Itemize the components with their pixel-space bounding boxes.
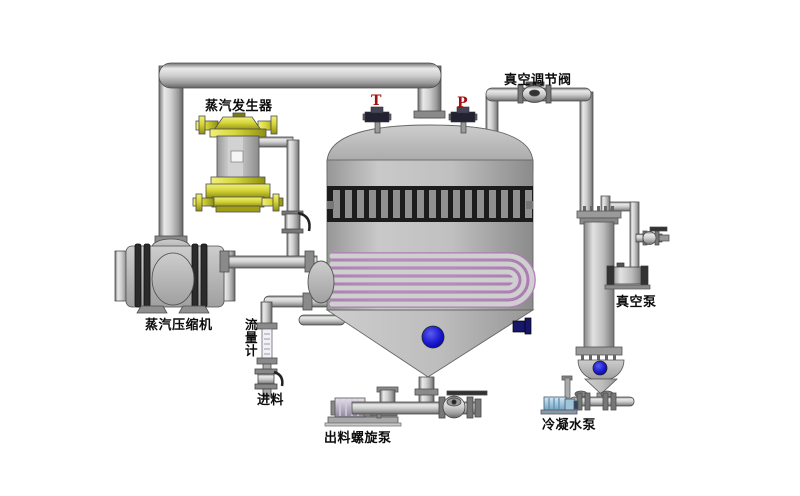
label-feed-inlet: 进料 [257, 393, 285, 408]
cone-nozzle [512, 317, 532, 335]
vapor-pipe-loop [158, 62, 446, 239]
label-steam-compressor: 蒸汽压缩机 [145, 318, 213, 333]
vacuum-regulating-valve [517, 81, 552, 104]
condensate-hopper [577, 359, 625, 399]
label-flow-meter: 流量计 [245, 317, 258, 358]
label-vacuum-pump: 真空泵 [616, 295, 657, 310]
steam-generator-valve [281, 210, 311, 234]
temperature-sensor [362, 106, 392, 134]
label-condensate-water-pump: 冷凝水泵 [542, 418, 597, 433]
feed-valve [254, 368, 284, 398]
condenser-column [575, 195, 640, 360]
condensate-pipe [569, 390, 635, 411]
label-steam-generator: 蒸汽发生器 [205, 99, 273, 114]
pressure-sensor [448, 106, 478, 134]
compressor-discharge-pipe [219, 250, 318, 273]
condensate-pump [540, 375, 579, 415]
flow-meter [256, 322, 278, 371]
label-temperature-T: T [371, 93, 382, 109]
vacuum-pump-valve [635, 226, 670, 246]
steam-compressor [114, 235, 236, 314]
coil-header [307, 260, 335, 304]
vacuum-pump [604, 262, 651, 290]
label-discharge-screw-pump: 出料螺旋泵 [324, 431, 392, 446]
cone-sight-glass [421, 325, 445, 349]
steam-generator [192, 112, 300, 259]
hopper-sight-glass [592, 360, 608, 376]
discharge-valve [438, 390, 488, 419]
label-pressure-P: P [457, 95, 468, 111]
heating-coil-bundle [329, 252, 536, 308]
feed-line [260, 292, 346, 327]
label-vacuum-regulating-valve: 真空调节阀 [504, 73, 572, 88]
